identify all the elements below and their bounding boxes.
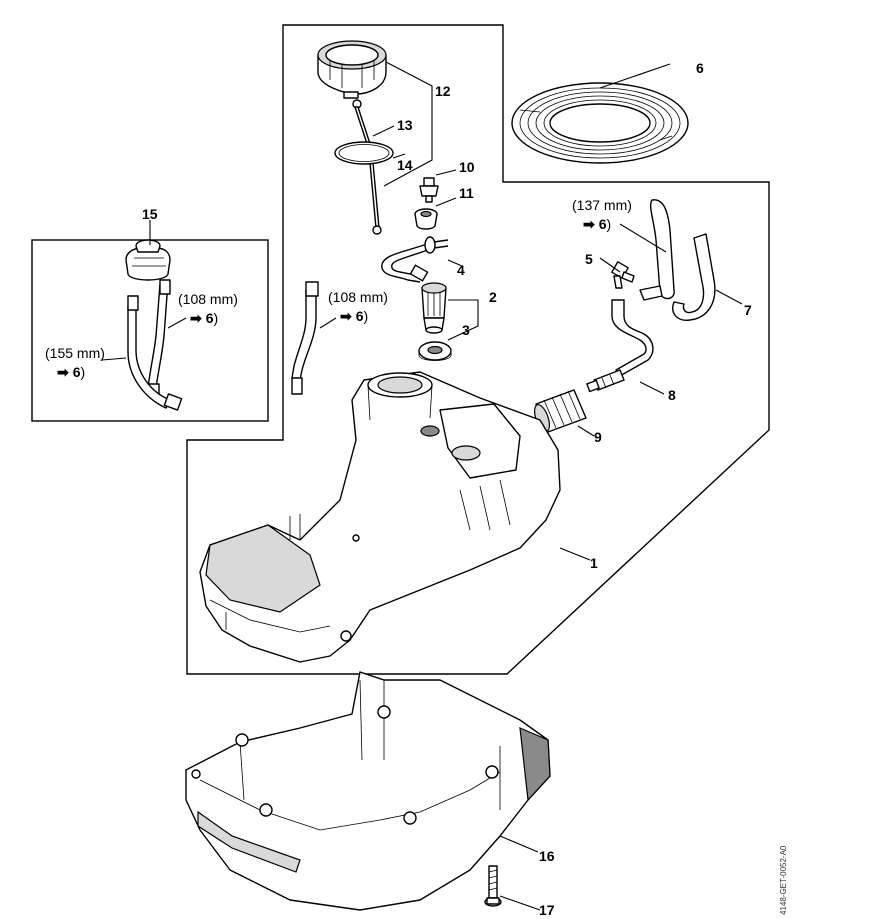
part-14-o-ring — [334, 141, 394, 165]
svg-text:➡6): ➡6) — [190, 310, 218, 326]
label-part-5: 5 — [585, 251, 593, 267]
hose-155mm-inset — [127, 295, 183, 411]
part-12-tank-cap — [317, 40, 387, 99]
label-part-15: 15 — [142, 206, 158, 222]
part-4-fuel-hose — [381, 236, 449, 283]
svg-text:➡6): ➡6) — [340, 308, 368, 324]
assembly-frame — [186, 24, 770, 675]
document-code: 4148-GET-0052-A0 — [779, 845, 788, 915]
part-15-vent-valve — [125, 239, 171, 281]
part-13-retaining-cord — [352, 99, 382, 235]
part-8-fuel-line — [586, 299, 654, 393]
label-part-16: 16 — [539, 848, 555, 864]
label-part-4: 4 — [457, 262, 465, 278]
part-1-fuel-tank — [199, 371, 561, 663]
label-part-14: 14 — [397, 157, 413, 173]
label-part-8: 8 — [668, 387, 676, 403]
svg-text:(108 mm): (108 mm) — [328, 289, 388, 305]
leader-lines — [101, 61, 743, 911]
label-part-7: 7 — [744, 302, 752, 318]
label-part-13: 13 — [397, 117, 413, 133]
label-part-11: 11 — [459, 185, 474, 201]
part-9-fuel-filter — [534, 389, 587, 433]
label-part-2: 2 — [489, 289, 497, 305]
annotation-hose-108mm-main: (108 mm) ➡6) — [328, 289, 388, 324]
label-part-9: 9 — [594, 429, 602, 445]
label-part-1: 1 — [590, 555, 598, 571]
label-part-10: 10 — [459, 159, 475, 175]
part-17-screw — [484, 865, 502, 907]
part-11-grommet — [414, 208, 438, 230]
svg-text:(137 mm): (137 mm) — [572, 197, 632, 213]
annotation-hose-108mm-inset: (108 mm) ➡6) — [178, 291, 238, 326]
annotation-hose-155mm: (155 mm) ➡6) — [45, 345, 105, 380]
svg-text:➡6): ➡6) — [57, 364, 85, 380]
label-part-3: 3 — [462, 322, 470, 338]
svg-text:➡6): ➡6) — [583, 216, 611, 232]
svg-text:(155 mm): (155 mm) — [45, 345, 105, 361]
part-6-hose-coil — [511, 82, 689, 164]
hose-108mm-main — [291, 281, 319, 395]
label-part-12: 12 — [435, 83, 451, 99]
label-part-17: 17 — [539, 902, 555, 918]
part-10-tank-vent — [419, 177, 439, 203]
label-part-6: 6 — [696, 60, 704, 76]
part-3-seal — [418, 341, 452, 361]
part-16-lower-housing — [185, 671, 551, 911]
part-2-fuel-pickup-body — [421, 282, 447, 334]
part-5-elbow-fitting — [611, 261, 635, 289]
svg-text:(108 mm): (108 mm) — [178, 291, 238, 307]
part-7-hose — [639, 199, 716, 321]
annotation-hose-137mm: (137 mm) ➡6) — [572, 197, 632, 232]
hose-108mm-inset — [146, 279, 171, 395]
